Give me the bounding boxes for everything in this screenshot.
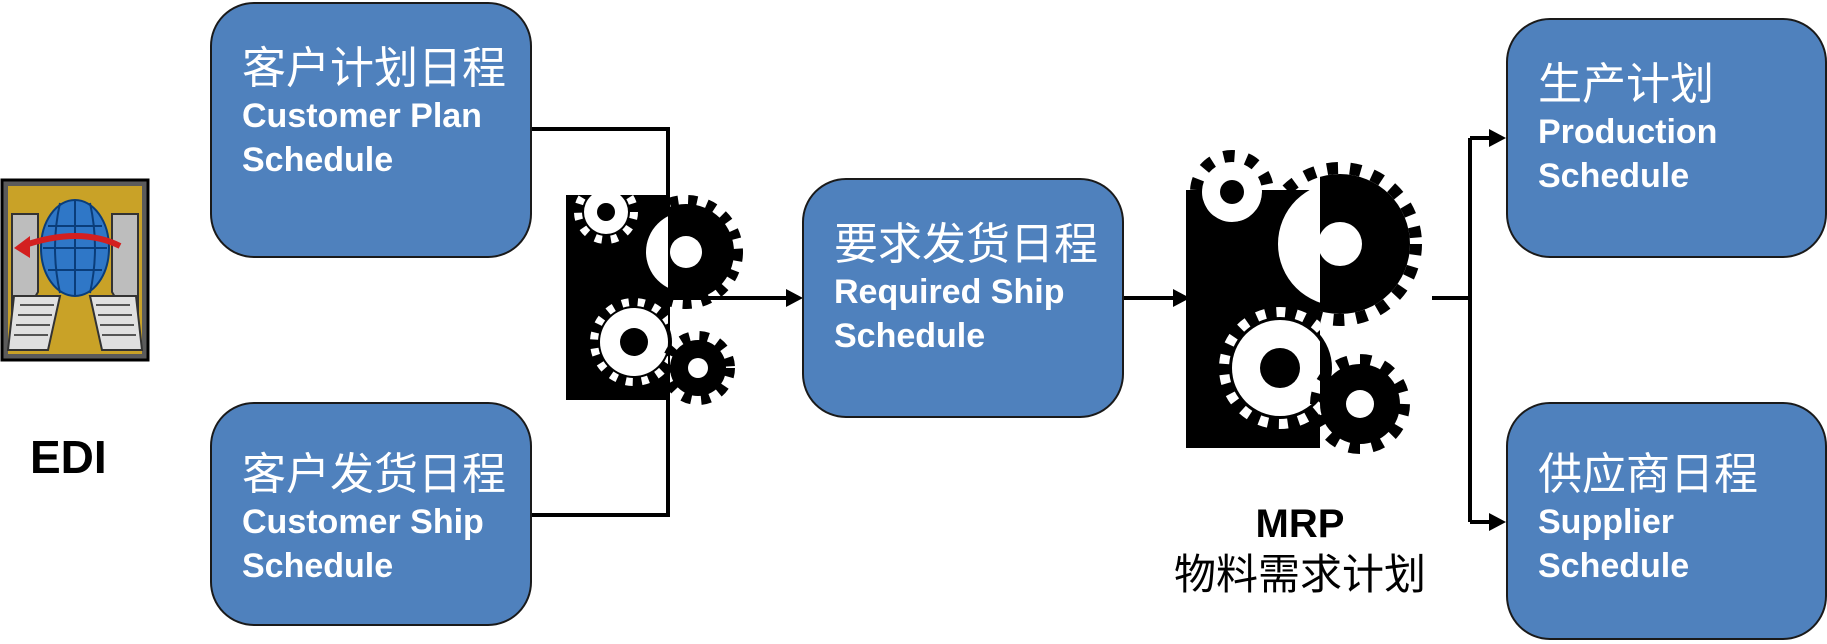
required-ship-schedule-box: 要求发货日程 Required Ship Schedule (802, 178, 1124, 418)
connector-plan-to-merge (532, 127, 670, 300)
customer-ship-en-label: Customer Ship Schedule (242, 503, 484, 585)
mrp-label: MRP 物料需求计划 (1160, 500, 1440, 602)
supplier-cn-label: 供应商日程 (1538, 449, 1758, 500)
edi-label: EDI (30, 431, 107, 483)
arrowhead-production (1489, 129, 1506, 147)
mrp-title: MRP (1255, 502, 1345, 546)
customer-plan-cn-label: 客户计划日程 (242, 43, 506, 94)
arrowhead-mrp (1173, 289, 1190, 307)
supplier-schedule-box: 供应商日程 Supplier Schedule (1506, 402, 1827, 640)
arrowhead-supplier (1489, 513, 1506, 531)
required-ship-cn-label: 要求发货日程 (834, 219, 1098, 270)
supplier-en-label: Supplier Schedule (1538, 503, 1690, 585)
customer-plan-en-label: Customer Plan Schedule (242, 97, 482, 179)
connector-ship-to-merge (532, 300, 670, 517)
customer-plan-schedule-box: 客户计划日程 Customer Plan Schedule (210, 2, 532, 258)
customer-ship-schedule-box: 客户发货日程 Customer Ship Schedule (210, 402, 532, 626)
required-ship-en-label: Required Ship Schedule (834, 273, 1065, 355)
mrp-subtitle: 物料需求计划 (1173, 550, 1426, 599)
customer-ship-cn-label: 客户发货日程 (242, 449, 506, 500)
production-cn-label: 生产计划 (1538, 59, 1714, 110)
arrowhead-required (786, 289, 803, 307)
production-schedule-box: 生产计划 Production Schedule (1506, 18, 1827, 258)
production-en-label: Production Schedule (1538, 113, 1718, 195)
